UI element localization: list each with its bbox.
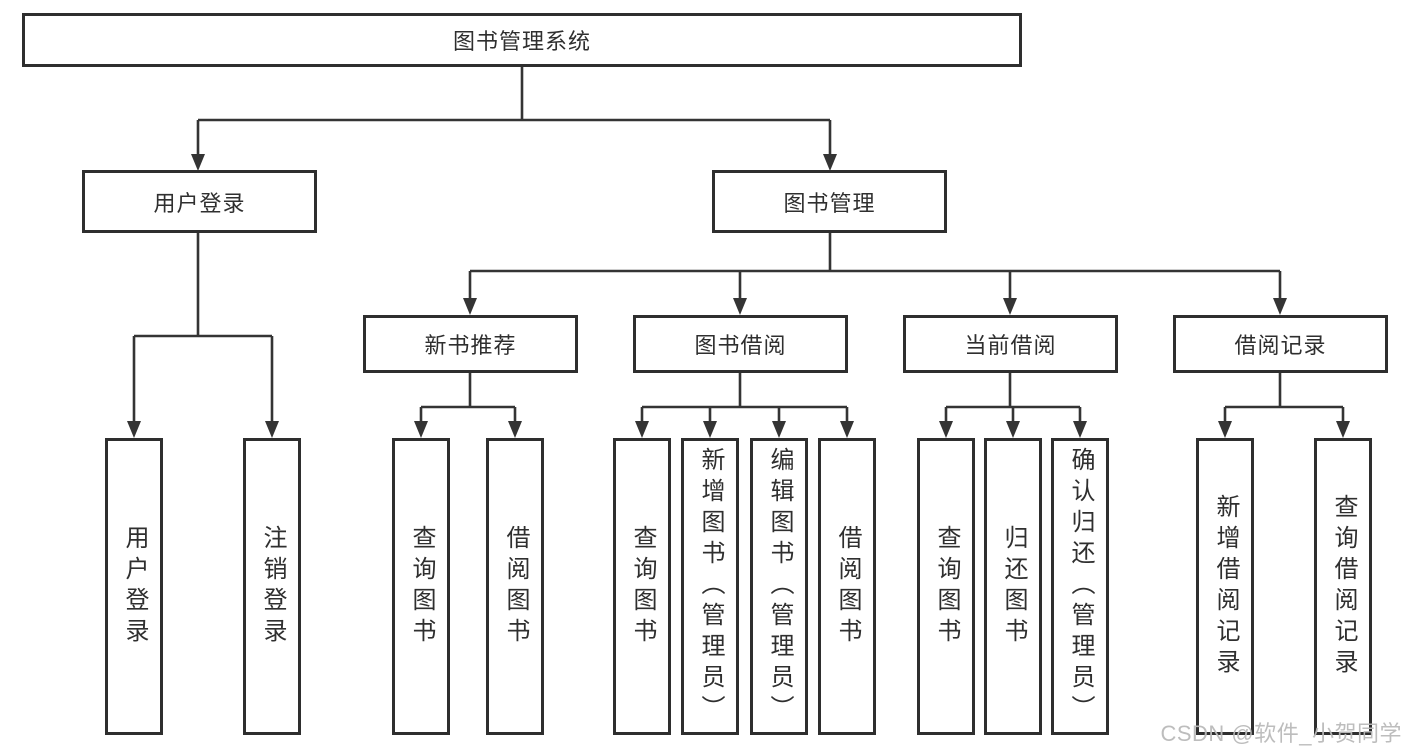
leaf-query-borrow-record-label: 查询借阅记录 bbox=[1330, 493, 1357, 680]
leaf-user-login-label: 用户登录 bbox=[121, 524, 148, 649]
leaf-add-book-admin-label: 新增图书（管理员） bbox=[697, 447, 724, 726]
leaf-query-books-recommend: 查询图书 bbox=[392, 438, 450, 735]
arrow-down-icon bbox=[733, 298, 747, 315]
leaf-query-books-current: 查询图书 bbox=[917, 438, 975, 735]
arrow-down-icon bbox=[635, 421, 649, 438]
arrow-down-icon bbox=[127, 421, 141, 438]
node-borrowing-records-label: 借阅记录 bbox=[1234, 333, 1327, 358]
connector-user-login-branch bbox=[127, 233, 279, 438]
arrow-down-icon bbox=[1073, 421, 1087, 438]
leaf-logout-label: 注销登录 bbox=[259, 524, 286, 649]
arrow-down-icon bbox=[939, 421, 953, 438]
csdn-watermark: CSDN @软件_小贺同学 bbox=[1160, 721, 1402, 746]
node-user-login-label: 用户登录 bbox=[153, 190, 246, 216]
leaf-query-books-borrowing-label: 查询图书 bbox=[629, 524, 656, 649]
connector-book-management-branch bbox=[463, 233, 1287, 315]
connector-current-borrowing-branch bbox=[939, 373, 1087, 438]
leaf-return-book-label: 归还图书 bbox=[1000, 524, 1027, 649]
node-book-management-label: 图书管理 bbox=[783, 190, 876, 216]
node-root-label: 图书管理系统 bbox=[452, 29, 591, 54]
node-book-borrowing-label: 图书借阅 bbox=[694, 333, 787, 358]
leaf-query-borrow-record: 查询借阅记录 bbox=[1314, 438, 1372, 735]
leaf-edit-book-admin-label: 编辑图书（管理员） bbox=[766, 447, 793, 726]
connector-root-split bbox=[191, 67, 837, 171]
arrow-down-icon bbox=[1003, 298, 1017, 315]
node-user-login: 用户登录 bbox=[82, 170, 317, 233]
leaf-query-books-current-label: 查询图书 bbox=[933, 524, 960, 649]
arrow-down-icon bbox=[772, 421, 786, 438]
leaf-borrow-books-recommend-label: 借阅图书 bbox=[502, 524, 529, 649]
arrow-down-icon bbox=[823, 154, 837, 171]
arrow-down-icon bbox=[1336, 421, 1350, 438]
arrow-down-icon bbox=[840, 421, 854, 438]
arrow-down-icon bbox=[463, 298, 477, 315]
leaf-confirm-return-admin-label: 确认归还（管理员） bbox=[1067, 447, 1094, 726]
leaf-logout: 注销登录 bbox=[243, 438, 301, 735]
node-book-management: 图书管理 bbox=[712, 170, 947, 233]
node-new-book-recommend: 新书推荐 bbox=[363, 315, 578, 373]
node-root: 图书管理系统 bbox=[22, 13, 1022, 67]
arrow-down-icon bbox=[703, 421, 717, 438]
arrow-down-icon bbox=[1006, 421, 1020, 438]
connector-book-borrowing-branch bbox=[635, 373, 854, 438]
node-current-borrowing-label: 当前借阅 bbox=[964, 333, 1057, 358]
arrow-down-icon bbox=[414, 421, 428, 438]
arrow-down-icon bbox=[265, 421, 279, 438]
leaf-confirm-return-admin: 确认归还（管理员） bbox=[1051, 438, 1109, 735]
leaf-edit-book-admin: 编辑图书（管理员） bbox=[750, 438, 808, 735]
arrow-down-icon bbox=[1218, 421, 1232, 438]
leaf-add-borrow-record: 新增借阅记录 bbox=[1196, 438, 1254, 735]
leaf-query-books-borrowing: 查询图书 bbox=[613, 438, 671, 735]
arrow-down-icon bbox=[191, 154, 205, 171]
leaf-add-book-admin: 新增图书（管理员） bbox=[681, 438, 739, 735]
leaf-user-login: 用户登录 bbox=[105, 438, 163, 735]
leaf-add-borrow-record-label: 新增借阅记录 bbox=[1212, 493, 1239, 680]
leaf-query-books-recommend-label: 查询图书 bbox=[408, 524, 435, 649]
arrow-down-icon bbox=[1273, 298, 1287, 315]
arrow-down-icon bbox=[508, 421, 522, 438]
node-new-book-recommend-label: 新书推荐 bbox=[424, 333, 517, 358]
leaf-borrow-books-borrowing: 借阅图书 bbox=[818, 438, 876, 735]
node-borrowing-records: 借阅记录 bbox=[1173, 315, 1388, 373]
node-book-borrowing: 图书借阅 bbox=[633, 315, 848, 373]
leaf-borrow-books-recommend: 借阅图书 bbox=[486, 438, 544, 735]
connector-new-book-branch bbox=[414, 373, 522, 438]
connector-borrowing-records-branch bbox=[1218, 373, 1350, 438]
leaf-return-book: 归还图书 bbox=[984, 438, 1042, 735]
leaf-borrow-books-borrowing-label: 借阅图书 bbox=[834, 524, 861, 649]
node-current-borrowing: 当前借阅 bbox=[903, 315, 1118, 373]
